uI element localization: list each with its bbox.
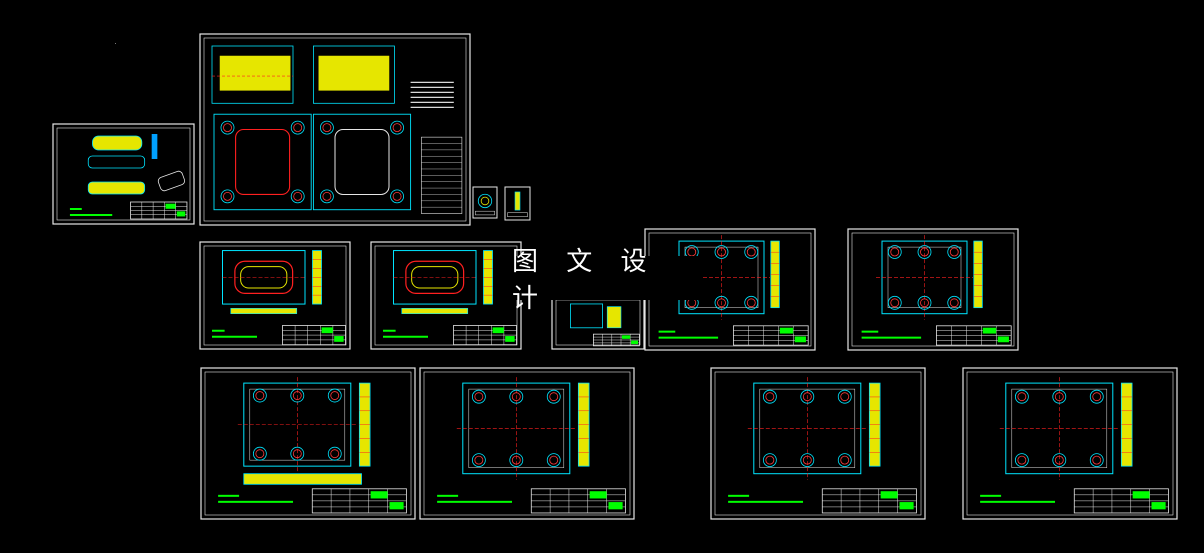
part-circle-inner	[480, 196, 490, 206]
sheet-border	[199, 241, 351, 350]
technical-notes	[980, 494, 1056, 503]
mini-title-block	[507, 212, 528, 217]
sheet-border	[200, 367, 416, 520]
mini-title-block	[475, 210, 495, 216]
plate-drawing-2	[847, 228, 1019, 351]
mini-sheet-border	[472, 186, 498, 219]
side-section-view	[973, 240, 983, 309]
plate-drawing-5	[710, 367, 926, 520]
inner-frame	[555, 299, 641, 346]
hole-pattern	[319, 120, 405, 204]
title-block	[1073, 488, 1169, 514]
part-circle	[477, 193, 493, 209]
mini-sheet-border	[504, 186, 531, 221]
technical-notes	[728, 494, 804, 503]
hole-pattern	[471, 389, 561, 468]
sheet-border	[710, 367, 926, 520]
technical-notes	[437, 494, 513, 503]
inner-frame	[423, 371, 631, 516]
inner-frame	[966, 371, 1174, 516]
watermark-text: 图 文 设 计	[512, 247, 657, 314]
stray-point	[115, 43, 116, 44]
sheet-border	[962, 367, 1178, 520]
technical-notes	[861, 330, 922, 339]
title-block	[821, 488, 917, 514]
plate-drawing-3	[200, 367, 416, 520]
cavity-drawing-1	[199, 241, 351, 350]
inner-frame	[56, 127, 191, 221]
sheet-border	[52, 123, 195, 225]
hole-pattern	[887, 245, 962, 310]
title-block	[733, 325, 809, 346]
hole-pattern	[762, 389, 852, 468]
title-block	[530, 488, 626, 514]
sheet-border	[199, 33, 471, 226]
technical-notes	[218, 494, 294, 503]
side-section-view	[358, 382, 371, 467]
hole-pattern	[220, 120, 305, 204]
technical-notes	[658, 330, 719, 339]
assembly-notes	[410, 81, 454, 108]
core-plan-view	[213, 113, 312, 211]
section-view	[243, 473, 362, 485]
cavity-drawing-2	[370, 241, 522, 350]
insert-part-view	[570, 303, 622, 329]
inner-frame	[714, 371, 922, 516]
part-sketches	[87, 134, 186, 195]
inner-frame	[851, 232, 1015, 347]
side-section-view	[312, 250, 322, 305]
technical-notes	[383, 329, 428, 338]
title-block	[282, 325, 346, 346]
front-section-view	[211, 45, 294, 104]
technical-notes	[212, 329, 257, 338]
sheet-border	[419, 367, 635, 520]
side-section-view	[1120, 382, 1133, 467]
title-block	[936, 325, 1012, 346]
inner-frame	[203, 245, 347, 346]
side-section-view	[577, 382, 590, 467]
inner-frame	[203, 37, 467, 222]
cavity-plan-view	[312, 113, 412, 211]
technical-notes	[69, 208, 113, 216]
part-pin	[514, 191, 521, 211]
section-strip	[230, 308, 298, 314]
hole-pattern	[1014, 389, 1104, 468]
side-section-view	[868, 382, 881, 467]
title-block	[311, 488, 407, 514]
side-section-view	[483, 250, 493, 305]
parts-view-drawing	[52, 123, 195, 225]
small-detail-drawing-a	[472, 186, 498, 219]
watermark-banner: 图 文 设 计	[512, 247, 702, 314]
main-assembly-drawing	[199, 33, 471, 226]
section-strip	[401, 308, 469, 314]
title-block	[593, 333, 640, 347]
side-section-view	[770, 240, 780, 309]
sheet-border	[847, 228, 1019, 351]
small-detail-drawing-b	[504, 186, 531, 221]
title-block	[453, 325, 517, 346]
title-block	[130, 201, 188, 220]
plate-drawing-6	[962, 367, 1178, 520]
side-section-view-top	[312, 45, 395, 104]
bill-of-materials	[421, 136, 463, 214]
inner-frame	[204, 371, 412, 516]
hole-pattern	[252, 388, 342, 461]
plate-drawing-4	[419, 367, 635, 520]
